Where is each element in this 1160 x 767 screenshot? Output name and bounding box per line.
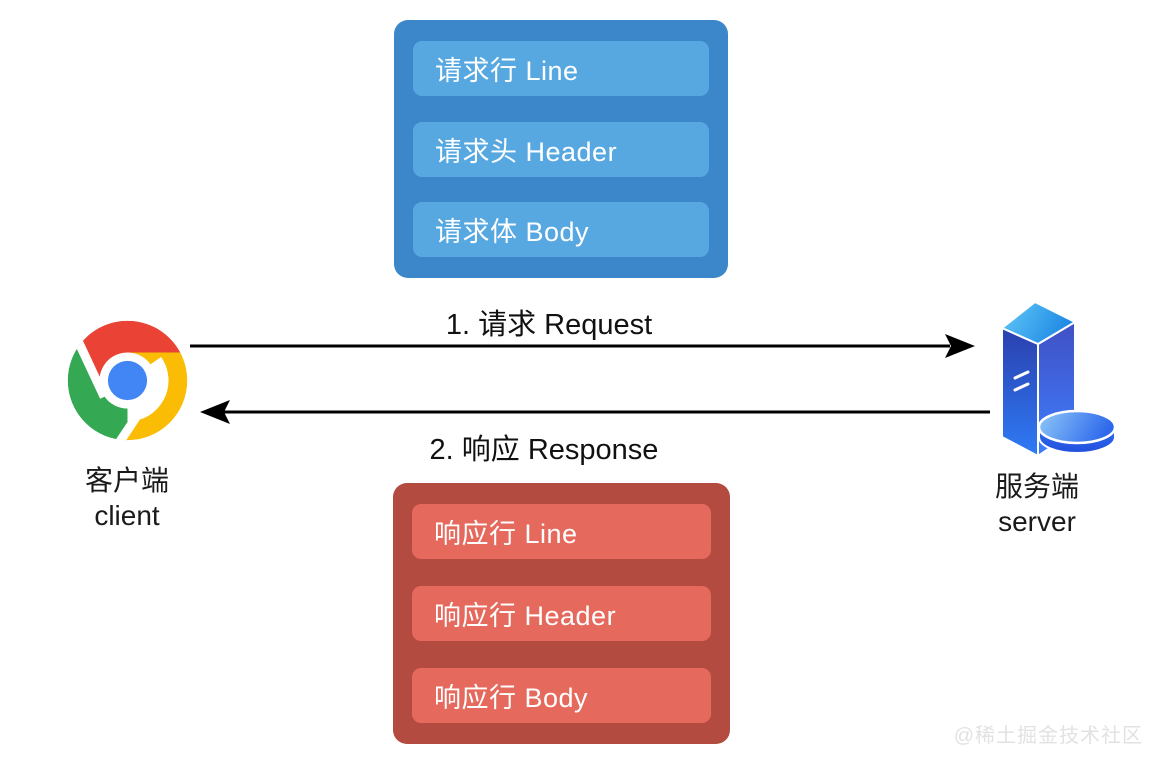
response-header-row: 响应行 Header [412, 586, 711, 641]
request-line-row: 请求行 Line [413, 41, 709, 96]
request-body-row: 请求体 Body [413, 202, 709, 257]
response-arrow [200, 400, 990, 424]
server-caption: 服务端 server [952, 469, 1122, 539]
watermark: @稀土掘金技术社区 [953, 725, 1143, 747]
client-caption-en: client [94, 500, 160, 531]
server-tower-database-icon [1001, 301, 1117, 457]
response-line-row: 响应行 Line [412, 504, 711, 559]
response-arrow-label: 2. 响应 Response [429, 434, 659, 466]
chrome-logo-icon [67, 320, 188, 441]
response-line-label: 响应行 Line [434, 519, 578, 549]
request-arrow-label: 1. 请求 Request [445, 309, 653, 341]
response-body-row: 响应行 Body [412, 668, 711, 723]
response-body-label: 响应行 Body [434, 683, 589, 713]
request-arrow [190, 334, 975, 358]
request-header-row: 请求头 Header [413, 121, 709, 177]
request-header-label: 请求头 Header [435, 136, 618, 167]
request-structure-box: 请求行 Line 请求头 Header 请求体 Body [394, 20, 728, 278]
server-caption-en: server [998, 506, 1076, 537]
request-line-label: 请求行 Line [435, 56, 579, 86]
server-caption-zh: 服务端 [994, 471, 1079, 502]
client-caption-zh: 客户端 [84, 465, 169, 496]
request-body-label: 请求体 Body [435, 217, 590, 247]
client-caption: 客户端 client [42, 463, 212, 533]
response-structure-box: 响应行 Line 响应行 Header 响应行 Body [393, 483, 730, 744]
response-header-label: 响应行 Header [434, 601, 617, 631]
